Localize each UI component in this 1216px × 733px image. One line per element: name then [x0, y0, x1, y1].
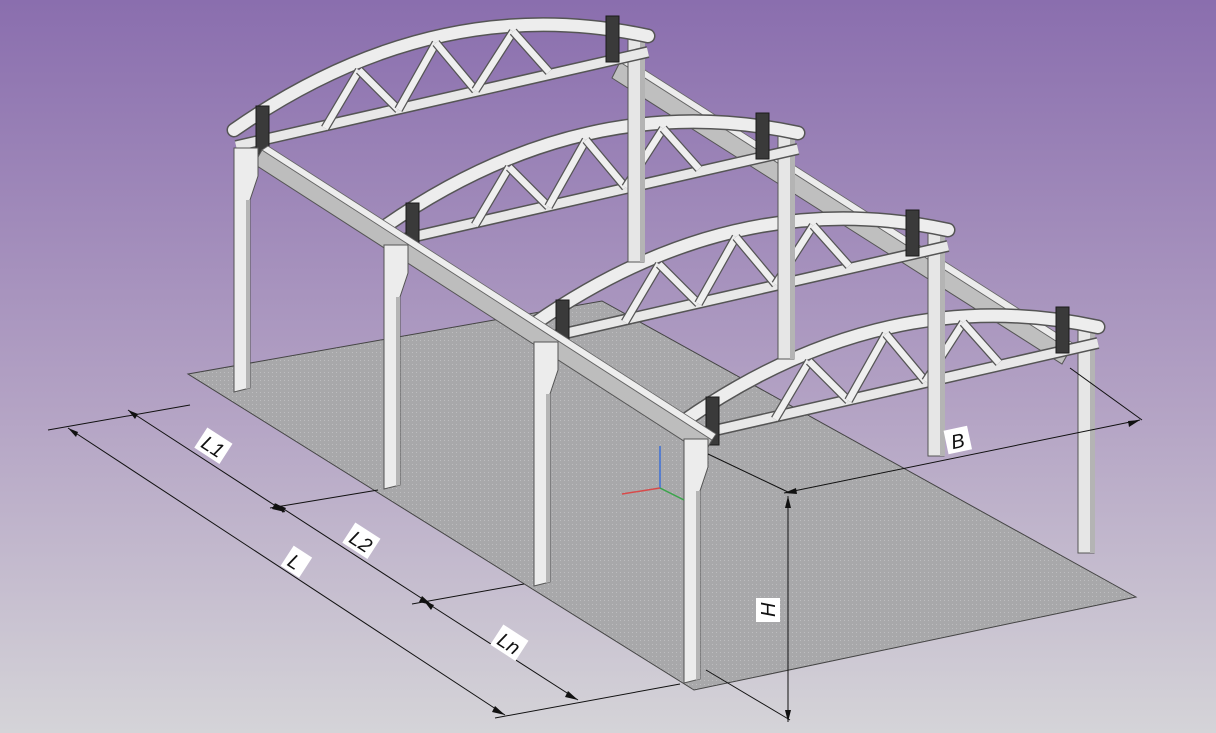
truss-web-member [695, 235, 739, 306]
truss-web-member [472, 165, 512, 227]
svg-text:B: B [949, 430, 967, 454]
back-column-shade [1090, 325, 1095, 553]
back-column-shade [640, 34, 645, 262]
truss-web-member [395, 41, 439, 112]
truss-top-chord [378, 115, 804, 233]
truss-web-member [733, 234, 778, 287]
truss-web-member [356, 68, 401, 112]
truss-web-member [506, 165, 551, 209]
truss-web-member [622, 262, 662, 324]
truss-bottom-chord [384, 144, 800, 248]
front-column-shade [696, 491, 700, 680]
back-column-shade [790, 131, 795, 359]
portal-frame [226, 15, 656, 263]
dimension-arrowheads [68, 410, 1140, 722]
front-column-shade [546, 394, 550, 583]
truss-web-member [810, 223, 852, 268]
axis-gizmo [621, 446, 685, 501]
truss-web-member [545, 138, 589, 209]
front-column-shade [396, 297, 400, 486]
portal-frame [376, 112, 806, 360]
truss-web-member [883, 331, 928, 384]
truss-web-member [660, 126, 702, 171]
front-column [233, 147, 259, 393]
connection-bracket [755, 112, 770, 160]
truss-web-member [472, 29, 516, 93]
truss-web-member [806, 359, 851, 403]
front-column-shade [246, 200, 250, 389]
svg-text:H: H [758, 602, 780, 617]
truss-web-member [845, 332, 889, 403]
truss-web-member [433, 40, 478, 93]
truss-web-member [510, 29, 552, 74]
back-column-shade [940, 228, 945, 456]
connection-bracket [605, 15, 620, 63]
connection-bracket [1055, 306, 1070, 354]
connection-bracket [905, 209, 920, 257]
front-column [383, 244, 409, 490]
truss-top-chord [528, 212, 954, 330]
portal-frame [526, 209, 956, 457]
truss-web-member [960, 320, 1002, 365]
truss-bottom-chord [684, 338, 1100, 442]
truss-top-chord [228, 18, 654, 136]
truss-web-member [583, 137, 628, 190]
label-h: H [756, 598, 780, 622]
floor-slab [186, 300, 1138, 691]
front-column [683, 438, 709, 684]
front-column [533, 341, 559, 587]
truss-bottom-chord [534, 241, 950, 345]
label-l2: L2 [342, 522, 381, 559]
truss-web-member [656, 262, 701, 306]
truss-web-member [322, 68, 362, 130]
label-l: L [280, 545, 313, 578]
truss-web-member [772, 359, 812, 421]
truss-bottom-chord [234, 47, 650, 151]
dimension-lines [47, 367, 1143, 722]
label-b: B [943, 425, 973, 455]
truss-top-chord [678, 309, 1104, 427]
